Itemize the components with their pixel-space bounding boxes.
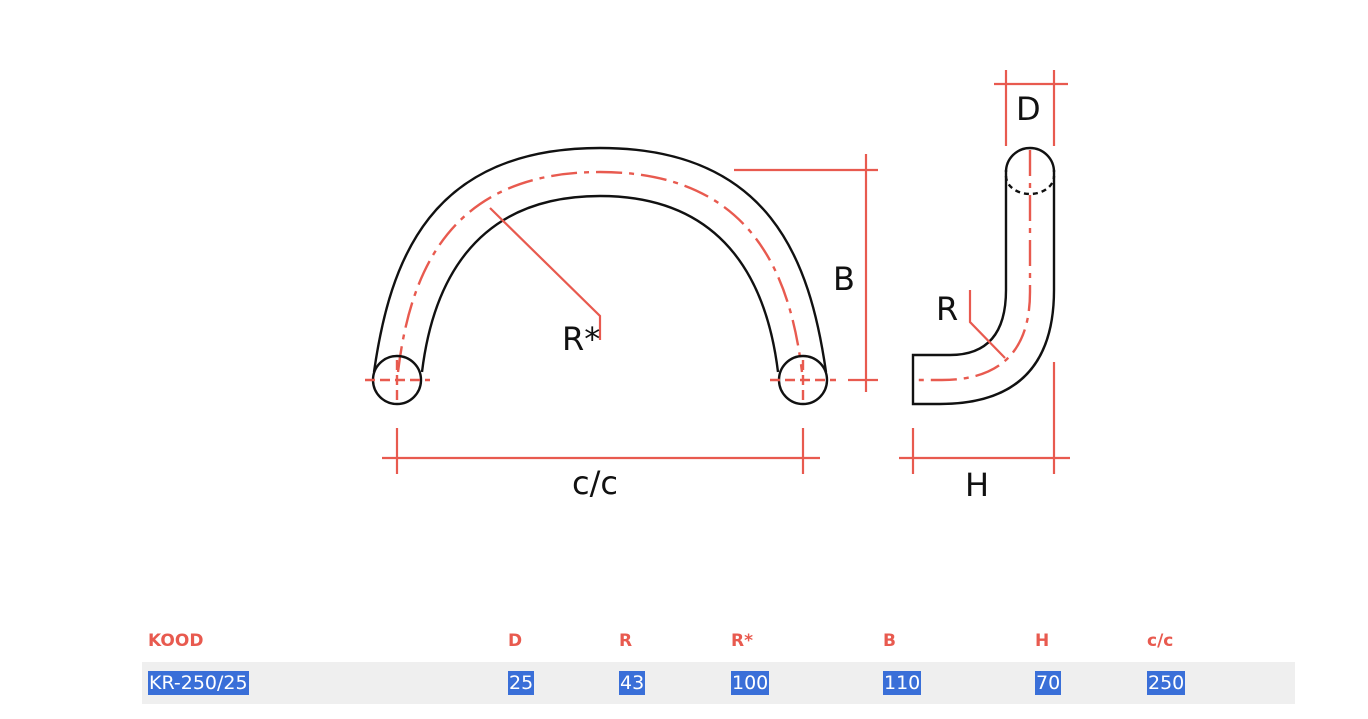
side-view: R D H xyxy=(899,70,1070,504)
table-row[interactable]: KR-250/25 25 43 100 110 70 250 xyxy=(142,662,1295,704)
cell-r: 43 xyxy=(613,662,725,704)
u-bend-view: R* c/c B xyxy=(365,146,878,502)
cc-label: c/c xyxy=(572,464,618,502)
side-top-cap xyxy=(1004,146,1056,173)
bend-diagram: R* c/c B R D H xyxy=(365,70,1070,504)
cell-r-star: 100 xyxy=(725,662,877,704)
header-r-star: R* xyxy=(731,631,753,651)
r-star-leader xyxy=(489,207,602,340)
r-star-label: R* xyxy=(562,320,600,358)
header-b: B xyxy=(883,631,896,651)
header-d: D xyxy=(508,631,523,651)
cell-b: 110 xyxy=(877,662,1029,704)
side-centerline xyxy=(915,150,1032,382)
cell-kood: KR-250/25 xyxy=(142,662,502,704)
side-outer-edge xyxy=(911,170,1056,406)
header-h: H xyxy=(1035,631,1050,651)
u-bend-outer-edge xyxy=(372,146,828,373)
header-cc: c/c xyxy=(1147,631,1174,651)
table-header-row: KOOD D R R* B H c/c xyxy=(142,620,1295,662)
cell-h: 70 xyxy=(1029,662,1141,704)
cell-d: 25 xyxy=(502,662,613,704)
cell-cc: 250 xyxy=(1141,662,1295,704)
u-bend-inner-edge xyxy=(420,194,780,373)
header-kood: KOOD xyxy=(148,631,204,651)
d-label: D xyxy=(1016,90,1041,128)
r-label: R xyxy=(936,290,958,328)
h-label: H xyxy=(965,466,989,504)
r-leader xyxy=(968,290,1006,359)
header-r: R xyxy=(619,631,633,651)
b-label: B xyxy=(833,260,855,298)
u-bend-centerline xyxy=(396,170,804,373)
spec-table: KOOD D R R* B H c/c KR-250/25 25 43 100 … xyxy=(142,620,1295,704)
